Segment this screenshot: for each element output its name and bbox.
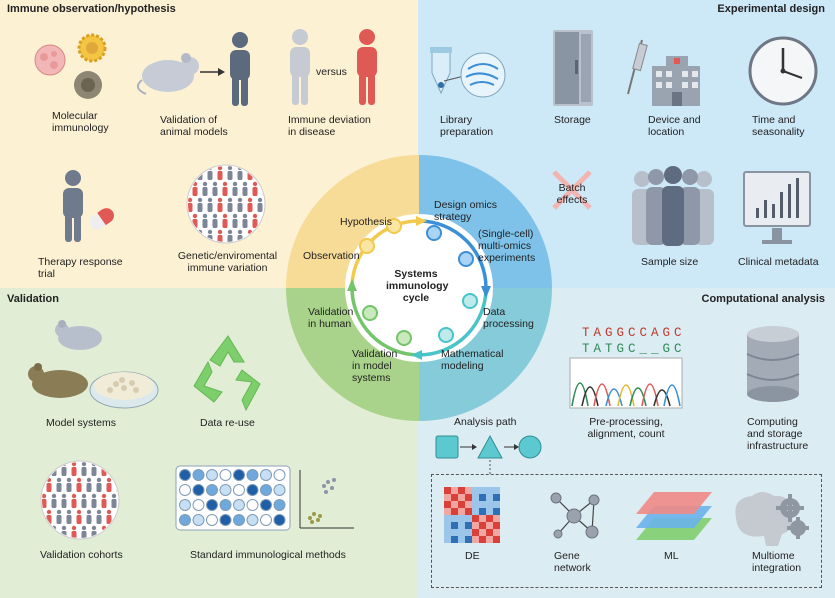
library-tube-icon [430, 47, 506, 98]
step-multiomics: (Single-cell) multi-omics experiments [478, 228, 536, 264]
preprocessing-label: Pre-processing, alignment, count [587, 416, 665, 440]
immune-cells-icon [34, 33, 107, 99]
sample-size-label: Sample size [641, 256, 699, 268]
batch-cross-icon [552, 170, 592, 210]
cycle-disc [286, 155, 552, 421]
molecular-immunology-label: Molecular immunology [52, 110, 109, 134]
sample-size-icon [632, 166, 714, 246]
versus-label: versus [316, 66, 347, 78]
batch-effects-label: Batch effects [556, 182, 588, 206]
validation-cohorts-label: Validation cohorts [40, 549, 123, 561]
computing-infrastructure-label: Computing and storage infrastructure [747, 416, 809, 452]
mouse-to-human-icon [136, 32, 250, 106]
therapy-response-label: Therapy response trial [38, 256, 123, 280]
immune-section-title: Immune observation/hypothesis [7, 3, 176, 15]
device-location-icon [627, 39, 700, 106]
monitor-icon [743, 171, 811, 244]
sequence-line-1: TAGGCCAGC [582, 326, 686, 340]
clock-icon [748, 36, 818, 106]
de-heatmap-icon [444, 487, 500, 543]
step-observation: Observation [303, 250, 360, 262]
step-hypothesis: Hypothesis [340, 216, 392, 228]
time-seasonality-label: Time and seasonality [752, 114, 805, 138]
brain-gears-icon [735, 492, 809, 546]
immuno-methods-icon [175, 465, 354, 531]
immunological-methods-label: Standard immunological methods [190, 549, 346, 561]
ml-layers-icon [636, 492, 712, 540]
de-label: DE [465, 550, 480, 562]
multiome-label: Multiome integration [752, 550, 802, 574]
population-variation-icon [186, 164, 266, 244]
immune-deviation-label: Immune deviation in disease [288, 114, 371, 138]
library-preparation-label: Library preparation [440, 114, 494, 138]
step-validation-model: Validation in model systems [352, 348, 398, 384]
step-data-processing: Data processing [483, 306, 534, 330]
design-section-title: Experimental design [717, 3, 825, 15]
step-mathematical-modeling: Mathematical modeling [441, 348, 504, 372]
gene-network-icon [550, 492, 600, 539]
computational-section-title: Computational analysis [701, 293, 825, 305]
model-systems-icon [28, 320, 159, 409]
device-location-label: Device and location [648, 114, 701, 138]
step-design-omics: Design omics strategy [434, 199, 498, 223]
freezer-icon [553, 30, 593, 106]
genetic-variation-label: Genetic/enviromental immune variation [177, 250, 278, 274]
clinical-metadata-label: Clinical metadata [738, 256, 819, 268]
step-validation-human: Validation in human [308, 306, 354, 330]
analysis-path-icon [435, 434, 542, 474]
recycle-icon [193, 335, 261, 412]
healthy-vs-disease-icon [290, 29, 377, 105]
storage-label: Storage [554, 114, 591, 126]
sequence-line-2: TATGC__GC [582, 342, 686, 356]
animal-models-label: Validation of animal models [160, 114, 228, 138]
ml-label: ML [664, 550, 679, 562]
cohort-population-icon [40, 460, 120, 540]
analysis-path-label: Analysis path [454, 416, 517, 428]
analysis-methods-box [431, 474, 822, 588]
data-reuse-label: Data re-use [200, 417, 255, 429]
chromatogram-icon [569, 357, 683, 409]
validation-section-title: Validation [7, 293, 59, 305]
patient-pill-icon [63, 170, 114, 242]
gene-network-label: Gene network [554, 550, 591, 574]
cycle-center-label: Systems immunology cycle [386, 268, 449, 304]
model-systems-label: Model systems [46, 417, 117, 429]
database-icon [746, 326, 800, 402]
